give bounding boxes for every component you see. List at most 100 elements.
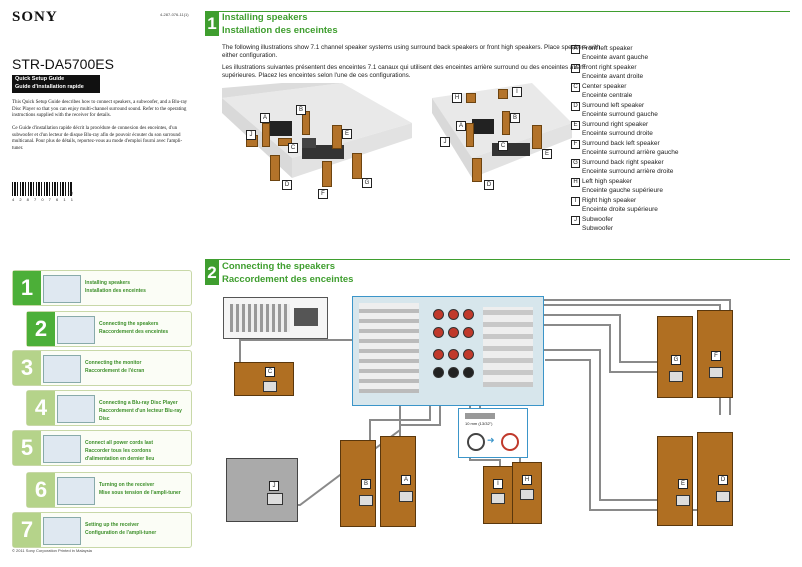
room1-label-b: B xyxy=(296,105,306,115)
step-label: Turning on the receiver xyxy=(99,482,155,488)
step-label: Connecting the speakers xyxy=(99,321,159,327)
step-1[interactable]: 1 Installing speakers Installation des e… xyxy=(12,270,192,306)
section-2-number: 2 xyxy=(205,260,219,285)
room2-label-c: C xyxy=(498,141,508,151)
subwoofer-input xyxy=(267,493,283,505)
legend-fr: Enceinte surround arrière gauche xyxy=(582,149,679,156)
front-left-speaker: A xyxy=(380,436,416,527)
room-illustration-back-speakers: A B C D E F G J xyxy=(222,78,412,203)
terminal-knob-icon xyxy=(467,433,485,451)
speaker-terminal xyxy=(263,381,277,392)
step-label: Installing speakers xyxy=(85,280,131,286)
surround-right-speaker: E xyxy=(657,436,693,526)
speakers-icon xyxy=(43,275,81,303)
cable-strip-length: 10 mm (13/32") xyxy=(465,421,493,426)
speaker-e xyxy=(332,125,342,149)
legend-fr: Enceinte surround gauche xyxy=(582,111,658,118)
legend-en: Left high speaker xyxy=(582,178,632,185)
receiver-jacks xyxy=(230,304,290,332)
legend-en: Subwoofer xyxy=(582,216,614,223)
legend-fr: Enceinte avant droite xyxy=(582,73,644,80)
speaker-d xyxy=(270,155,280,181)
speaker-i xyxy=(498,89,508,99)
legend-en: Surround back left speaker xyxy=(582,140,660,147)
speaker-f-label: F xyxy=(711,351,721,361)
center-speaker-label: C xyxy=(265,367,275,377)
speaker-i-label: I xyxy=(493,479,503,489)
step-number: 4 xyxy=(27,391,55,425)
barcode-suffix: (1) xyxy=(68,190,73,195)
speaker-b xyxy=(502,111,510,135)
step-label-fr: Raccordement des enceintes xyxy=(99,329,169,335)
speaker-h-label: H xyxy=(522,475,532,485)
cable-prep-inset: 10 mm (13/32") ➜ xyxy=(458,408,528,458)
step-label-fr: Raccordement d'un lecteur Blu-ray xyxy=(99,408,182,414)
legend-fr: Enceinte surround droite xyxy=(582,130,653,137)
step-4[interactable]: 4 Connecting a Blu-ray Disc Player Racco… xyxy=(26,390,192,426)
part-number: 4-287-076-11(1) xyxy=(160,12,189,17)
surround-back-left-speaker: F xyxy=(697,310,733,398)
terminal-block xyxy=(483,307,533,387)
section-2-title-en: Connecting the speakers xyxy=(222,261,335,272)
step-number: 3 xyxy=(13,351,41,385)
room2-label-j: J xyxy=(440,137,450,147)
section-2-title-fr: Raccordement des enceintes xyxy=(222,274,354,285)
subwoofer-label: J xyxy=(269,481,279,491)
step-7[interactable]: 7 Setting up the receiver Configuration … xyxy=(12,512,192,548)
surround-back-right-speaker: G xyxy=(657,316,693,398)
legend-fr: Enceinte surround arrière droite xyxy=(582,168,674,175)
terminal-jack xyxy=(448,367,459,378)
speaker-terminal xyxy=(491,493,505,504)
legend-fr: Subwoofer xyxy=(582,225,614,232)
guide-title-box: Quick Setup Guide Guide d'installation r… xyxy=(12,75,100,93)
room1-label-f: F xyxy=(318,189,328,199)
legend-fr: Enceinte avant gauche xyxy=(582,54,649,61)
speaker-b xyxy=(302,111,310,135)
room1-label-j: J xyxy=(246,130,256,140)
guide-title-en: Quick Setup Guide xyxy=(15,76,65,82)
legend-fr: Enceinte droite supérieure xyxy=(582,206,658,213)
speaker-a xyxy=(262,123,270,147)
arrow-right-icon: ➜ xyxy=(487,435,495,445)
legend-fr: Enceinte centrale xyxy=(582,92,633,99)
step-2[interactable]: 2 Connecting the speakers Raccordement d… xyxy=(26,311,192,347)
step-number: 5 xyxy=(13,431,41,465)
speaker-e-label: E xyxy=(678,479,688,489)
legend-en: Right high speaker xyxy=(582,197,637,204)
section-1-number: 1 xyxy=(205,11,219,36)
terminal-knob-icon xyxy=(501,433,519,451)
input-jacks xyxy=(359,303,419,393)
barcode-number: 4 2 8 7 0 7 6 1 1 xyxy=(12,197,75,202)
cable-icon xyxy=(465,413,495,419)
room1-label-g: G xyxy=(362,178,372,188)
terminal-jack xyxy=(433,327,444,338)
copyright: © 2011 Sony Corporation Printed in Malay… xyxy=(12,548,92,553)
speaker-terminal xyxy=(399,491,413,502)
step-5[interactable]: 5 Connect all power cords last Raccorder… xyxy=(12,430,192,466)
step-3[interactable]: 3 Connecting the monitor Raccordement de… xyxy=(12,350,192,386)
step-label-fr: Raccordement de l'écran xyxy=(85,368,145,374)
step-label: Connect all power cords last xyxy=(85,440,154,446)
step-label: Connecting the monitor xyxy=(85,360,142,366)
legend-en: Surround back right speaker xyxy=(582,159,664,166)
terminal-jack xyxy=(433,349,444,360)
intro-fr: Ce Guide d'installation rapide décrit la… xyxy=(12,126,183,151)
legend-en: Front right speaker xyxy=(582,64,637,71)
power-cord-icon xyxy=(43,435,81,463)
speaker-terminal xyxy=(669,371,683,382)
terminal-jack xyxy=(448,349,459,360)
speaker-e xyxy=(532,125,542,149)
step-6[interactable]: 6 Turning on the receiver Mise sous tens… xyxy=(26,472,192,508)
step-number: 2 xyxy=(27,312,55,346)
step-label-fr: Configuration de l'ampli-tuner xyxy=(85,530,157,536)
step-label: Setting up the receiver xyxy=(85,522,139,528)
speaker-g xyxy=(352,153,362,179)
legend-en: Surround left speaker xyxy=(582,102,645,109)
